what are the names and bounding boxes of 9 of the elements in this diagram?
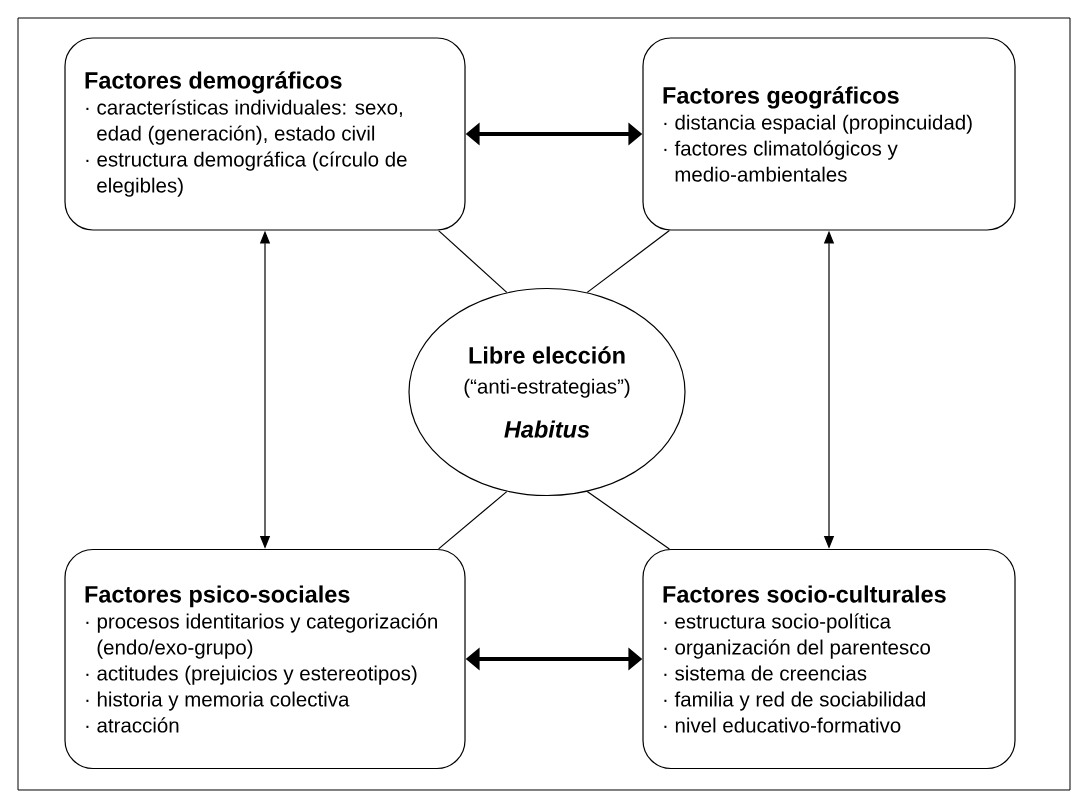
connector-line xyxy=(438,230,508,293)
central-oval: Libre elección (“anti-estrategias”) Habitus xyxy=(408,287,686,497)
connector-line xyxy=(438,491,508,550)
factor-box: Factores socio-culturales · estructura socio-política · organización del parentesco · sistema de creencias · familia y red de sociabilidad · nivel educativo-formativo xyxy=(642,548,1016,770)
factor-box: Factores geográficos · distancia espacial (propincuidad) · factores climatológicos y medio-ambientales xyxy=(642,37,1016,231)
factor-box: Factores demográficos · características individuales: sexo, edad (generación), estado civil · estructura demográfica (círculo de elegibles) xyxy=(64,37,466,231)
connector-line xyxy=(586,230,670,293)
connector-line xyxy=(586,491,670,550)
factor-box: Factores psico-sociales · procesos identitarios y categorización (endo/exo-grupo) · actitudes (prejuicios y estereotipos) · historia y memoria colectiva · atracción xyxy=(64,548,466,770)
